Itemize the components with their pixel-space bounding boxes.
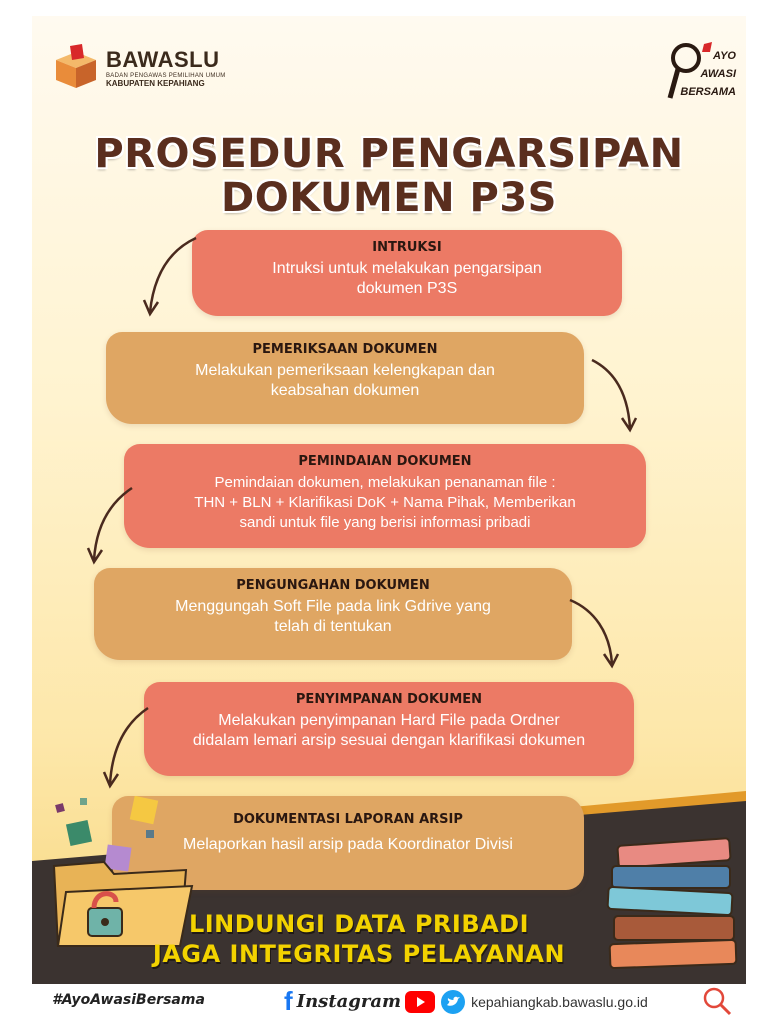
slogan-line-2: JAGA INTEGRITAS PELAYANAN [152, 940, 566, 968]
instagram-label[interactable]: Instagram [296, 991, 402, 1012]
step-scanning: PEMINDAIAN DOKUMEN Pemindaian dokumen, m… [124, 444, 646, 548]
step-body-line: Pemindaian dokumen, melakukan penanaman … [214, 474, 556, 491]
hashtag: #AyoAwasiBersama [52, 992, 205, 1008]
logo-name: BAWASLU [106, 46, 220, 72]
campaign-word-2: AWASI [700, 68, 736, 80]
books-stack-icon [606, 837, 738, 970]
magnifier-icon [667, 42, 712, 99]
step-heading: PENYIMPANAN DOKUMEN [295, 692, 483, 707]
ayo-awasi-bersama-logo: AYO AWASI BERSAMA [666, 38, 736, 108]
step-body-line: Melaporkan hasil arsip pada Koordinator … [183, 836, 513, 853]
page-title-line-1: PROSEDUR PENGARSIPAN [94, 131, 684, 177]
step-heading: INTRUKSI [372, 240, 442, 255]
campaign-word-3: BERSAMA [680, 86, 736, 98]
campaign-word-1: AYO [712, 50, 736, 62]
logo-subtitle: BADAN PENGAWAS PEMILIHAN UMUM [106, 72, 226, 79]
logo-region: KABUPATEN KEPAHIANG [106, 78, 205, 88]
poster: BAWASLU BADAN PENGAWAS PEMILIHAN UMUM KA… [32, 16, 746, 984]
flow-arrow-icon [591, 358, 638, 433]
footer: #AyoAwasiBersama f Instagram kepahiangka… [32, 984, 746, 1018]
youtube-icon[interactable] [405, 990, 436, 1013]
flow-arrow-icon [86, 486, 133, 565]
bawaslu-logo: BAWASLU BADAN PENGAWAS PEMILIHAN UMUM KA… [52, 42, 226, 92]
step-instruction: INTRUKSI Intruksi untuk melakukan pengar… [192, 230, 622, 316]
step-archive-report: DOKUMENTASI LAPORAN ARSIP Melaporkan has… [112, 796, 584, 890]
ballot-box-icon [52, 42, 102, 92]
twitter-icon[interactable] [441, 989, 466, 1014]
step-body-line: Menggungah Soft File pada link Gdrive ya… [175, 598, 491, 615]
step-upload: PENGUNGAHAN DOKUMEN Menggungah Soft File… [94, 568, 572, 660]
search-icon [703, 987, 732, 1016]
step-body-line: keabsahan dokumen [270, 382, 420, 399]
step-body-line: THN + BLN + Klarifikasi DoK + Nama Pihak… [194, 494, 576, 511]
flow-arrow-icon [569, 598, 620, 669]
step-body-line: sandi untuk file yang berisi informasi p… [239, 514, 531, 531]
facebook-icon[interactable]: f [284, 986, 293, 1016]
step-heading: PEMERIKSAAN DOKUMEN [252, 342, 438, 357]
flow-arrow-icon [142, 236, 197, 317]
step-heading: DOKUMENTASI LAPORAN ARSIP [233, 812, 463, 827]
step-heading: PEMINDAIAN DOKUMEN [298, 454, 472, 469]
step-heading: PENGUNGAHAN DOKUMEN [236, 578, 430, 593]
step-body-line: telah di tentukan [274, 618, 392, 635]
step-document-check: PEMERIKSAAN DOKUMEN Melakukan pemeriksaa… [106, 332, 584, 424]
step-body-line: Melakukan pemeriksaan kelengkapan dan [195, 362, 495, 379]
social-links: f Instagram kepahiangkab.bawaslu.go.id [284, 986, 648, 1017]
step-body-line: Intruksi untuk melakukan pengarsipan [272, 260, 542, 277]
folder-lock-icon [52, 796, 194, 947]
flow-arrow-icon [102, 706, 149, 789]
website-link[interactable]: kepahiangkab.bawaslu.go.id [471, 993, 648, 1010]
step-storage: PENYIMPANAN DOKUMEN Melakukan penyimpana… [144, 682, 634, 776]
page-title-line-2: DOKUMEN P3S [221, 175, 557, 221]
step-body-line: Melakukan penyimpanan Hard File pada Ord… [218, 712, 560, 729]
slogan-line-1: LINDUNGI DATA PRIBADI [188, 910, 530, 938]
step-body-line: didalam lemari arsip sesuai dengan klari… [192, 732, 586, 749]
step-body-line: dokumen P3S [356, 280, 458, 297]
